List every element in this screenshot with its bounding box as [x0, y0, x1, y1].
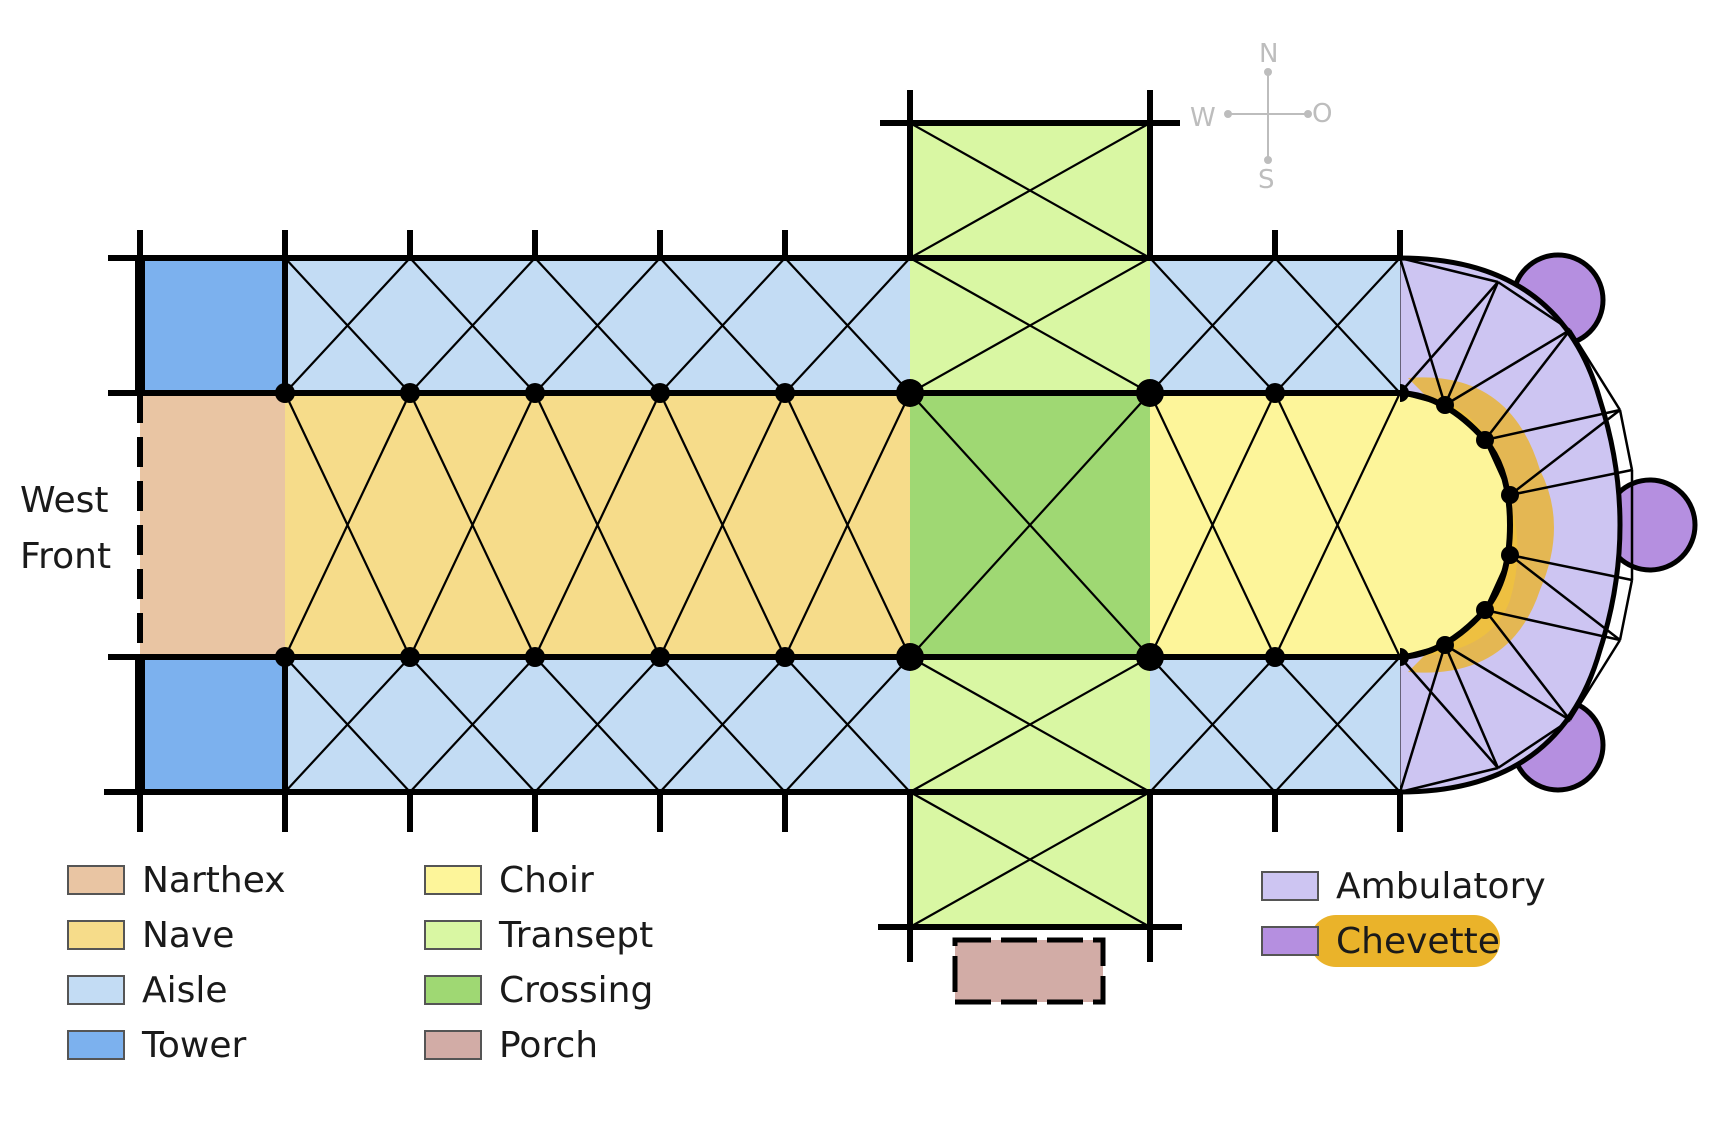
aisle-north-choir [1150, 258, 1400, 393]
compass [1224, 68, 1312, 164]
aisle-south-choir [1150, 657, 1400, 792]
legend-swatch-crossing [424, 975, 482, 1005]
legend-label-transept: Transept [498, 915, 653, 956]
main-plan [104, 90, 1403, 1005]
compass-south-label: S [1258, 165, 1275, 195]
tower-north [140, 258, 285, 393]
choir-apse [1398, 393, 1518, 657]
legend-swatch-ambulatory [1261, 871, 1319, 901]
legend-label-choir: Choir [499, 860, 594, 901]
compass-west-label: W [1190, 103, 1216, 133]
legend-label-nave: Nave [142, 915, 234, 956]
legend-highlight [1310, 915, 1500, 967]
legend-label-narthex: Narthex [142, 860, 286, 901]
legend-swatch-narthex [67, 865, 125, 895]
compass-north-label: N [1259, 39, 1278, 69]
legend-label-porch: Porch [499, 1025, 598, 1066]
legend-swatch-transept [424, 920, 482, 950]
apse [1391, 252, 1698, 795]
narthex [140, 393, 285, 657]
legend-label-aisle: Aisle [142, 970, 228, 1011]
compass-east-label: O [1312, 99, 1332, 129]
west-front-label-line1: West [20, 480, 109, 521]
legend-swatch-tower [67, 1030, 125, 1060]
chevette-highlight-band [1408, 377, 1554, 673]
porch [952, 937, 1106, 1005]
tower-south [140, 657, 285, 792]
legend-label-tower: Tower [141, 1025, 246, 1066]
legend-swatch-porch [424, 1030, 482, 1060]
legend-swatch-nave [67, 920, 125, 950]
legend-label-crossing: Crossing [499, 970, 653, 1011]
legend-label-ambulatory: Ambulatory [1336, 866, 1546, 907]
legend-swatch-choir [424, 865, 482, 895]
west-front-label-line2: Front [20, 536, 111, 577]
legend-label-chevette: Chevette [1336, 921, 1500, 962]
legend-swatch-aisle [67, 975, 125, 1005]
legend-swatch-chevette [1261, 926, 1319, 956]
choir [1150, 393, 1400, 657]
